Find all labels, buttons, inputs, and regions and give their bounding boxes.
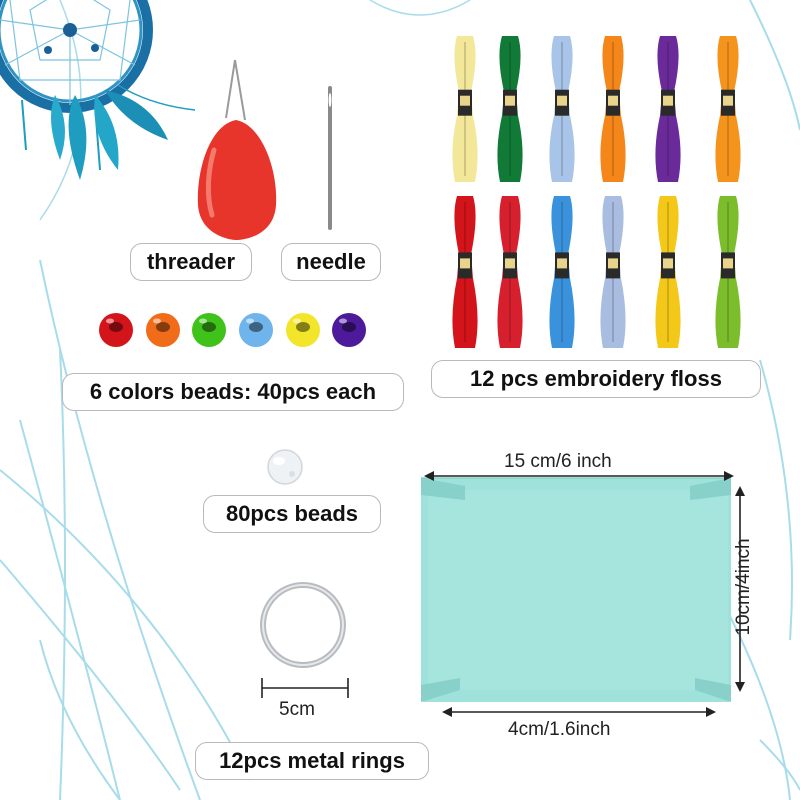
needle-label: needle: [281, 243, 381, 281]
embroidery-floss-grid: [452, 36, 741, 348]
box-width-arrow: [424, 471, 734, 481]
colored-beads-row: [99, 313, 366, 347]
floss-skein-icon: [549, 36, 575, 182]
clear-bead-icon: [267, 449, 303, 485]
box-depth-text: 4cm/1.6inch: [508, 719, 611, 740]
colored-beads-label: 6 colors beads: 40pcs each: [62, 373, 404, 411]
floss-skein-icon: [497, 196, 523, 348]
dream-catcher-icon: [0, 0, 196, 180]
floss-skein-icon: [600, 196, 626, 348]
floss-skein-icon: [452, 196, 478, 348]
ring-diameter-text: 5cm: [279, 699, 315, 720]
bead-icon: [192, 313, 226, 347]
clear-beads-label: 80pcs beads: [203, 495, 381, 533]
floss-skein-icon: [715, 196, 741, 348]
floss-skein-icon: [452, 36, 478, 182]
box-icon: [421, 477, 731, 702]
metal-rings-label: 12pcs metal rings: [195, 742, 429, 780]
floss-skein-icon: [655, 36, 681, 182]
floss-skein-icon: [497, 36, 523, 182]
bead-icon: [99, 313, 133, 347]
box-depth-arrow: [442, 707, 716, 717]
bead-icon: [146, 313, 180, 347]
bead-icon: [332, 313, 366, 347]
box-width-text: 15 cm/6 inch: [504, 451, 612, 472]
threader-icon: [197, 59, 277, 240]
bead-icon: [286, 313, 320, 347]
box-height-arrow: [735, 486, 745, 692]
floss-skein-icon: [600, 36, 626, 182]
metal-ring-icon: [260, 582, 346, 668]
embroidery-floss-label: 12 pcs embroidery floss: [431, 360, 761, 398]
ring-dimension-line: [261, 678, 349, 698]
floss-skein-icon: [715, 36, 741, 182]
bead-icon: [239, 313, 273, 347]
floss-skein-icon: [549, 196, 575, 348]
floss-skein-icon: [655, 196, 681, 348]
box-height-text: 10cm/4inch: [733, 538, 754, 636]
threader-label: threader: [130, 243, 252, 281]
needle-icon: [328, 86, 332, 230]
